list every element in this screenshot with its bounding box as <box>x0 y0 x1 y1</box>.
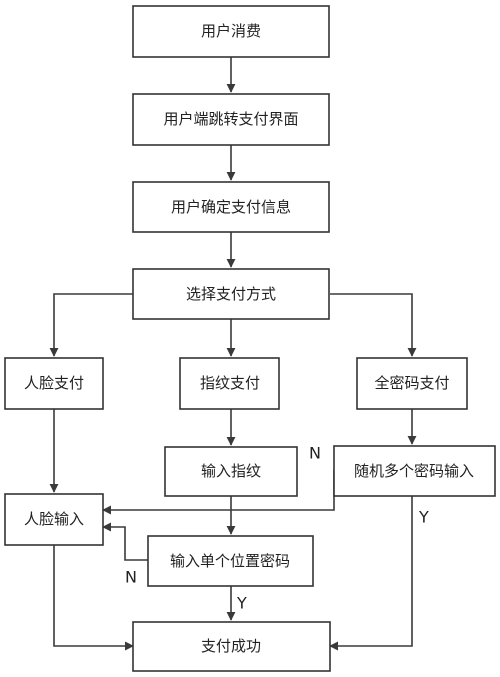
node-finger-pay: 指纹支付 <box>179 357 280 410</box>
node-jump-to-payment: 用户端跳转支付界面 <box>132 93 330 146</box>
edge-face-input-to-success <box>53 545 134 651</box>
node-consume-label: 用户消费 <box>201 22 261 40</box>
node-payment-success-label: 支付成功 <box>201 637 261 655</box>
label-random-no: N <box>309 444 321 463</box>
node-face-input: 人脸输入 <box>4 493 104 546</box>
node-choose-method: 选择支付方式 <box>132 268 330 320</box>
edge-random-pwd-yes-to-success <box>329 496 413 651</box>
node-confirm-info: 用户确定支付信息 <box>132 181 330 233</box>
node-finger-pay-label: 指纹支付 <box>200 374 260 392</box>
node-consume: 用户消费 <box>132 5 330 58</box>
node-confirm-info-label: 用户确定支付信息 <box>171 198 291 216</box>
node-face-pay-label: 人脸支付 <box>24 374 84 392</box>
label-single-no: N <box>125 568 137 587</box>
node-random-passwords-label: 随机多个密码输入 <box>354 462 474 480</box>
node-single-password: 输入单个位置密码 <box>147 535 314 587</box>
edge-choose-to-pwd-pay <box>330 293 417 357</box>
label-single-yes: Y <box>236 594 247 613</box>
node-single-password-label: 输入单个位置密码 <box>170 552 290 570</box>
label-random-yes: Y <box>418 508 429 527</box>
edge-single-pwd-no-to-face-input <box>102 522 148 561</box>
node-choose-method-label: 选择支付方式 <box>186 285 276 303</box>
node-payment-success: 支付成功 <box>132 621 331 672</box>
node-password-pay-label: 全密码支付 <box>374 374 449 392</box>
node-face-pay: 人脸支付 <box>4 357 104 410</box>
edge-choose-to-face-pay <box>49 293 133 357</box>
node-random-passwords: 随机多个密码输入 <box>333 445 496 497</box>
node-input-finger: 输入指纹 <box>164 446 298 497</box>
node-password-pay: 全密码支付 <box>356 357 468 410</box>
node-face-input-label: 人脸输入 <box>24 510 84 528</box>
node-input-finger-label: 输入指纹 <box>201 462 261 480</box>
node-jump-to-payment-label: 用户端跳转支付界面 <box>163 110 298 128</box>
